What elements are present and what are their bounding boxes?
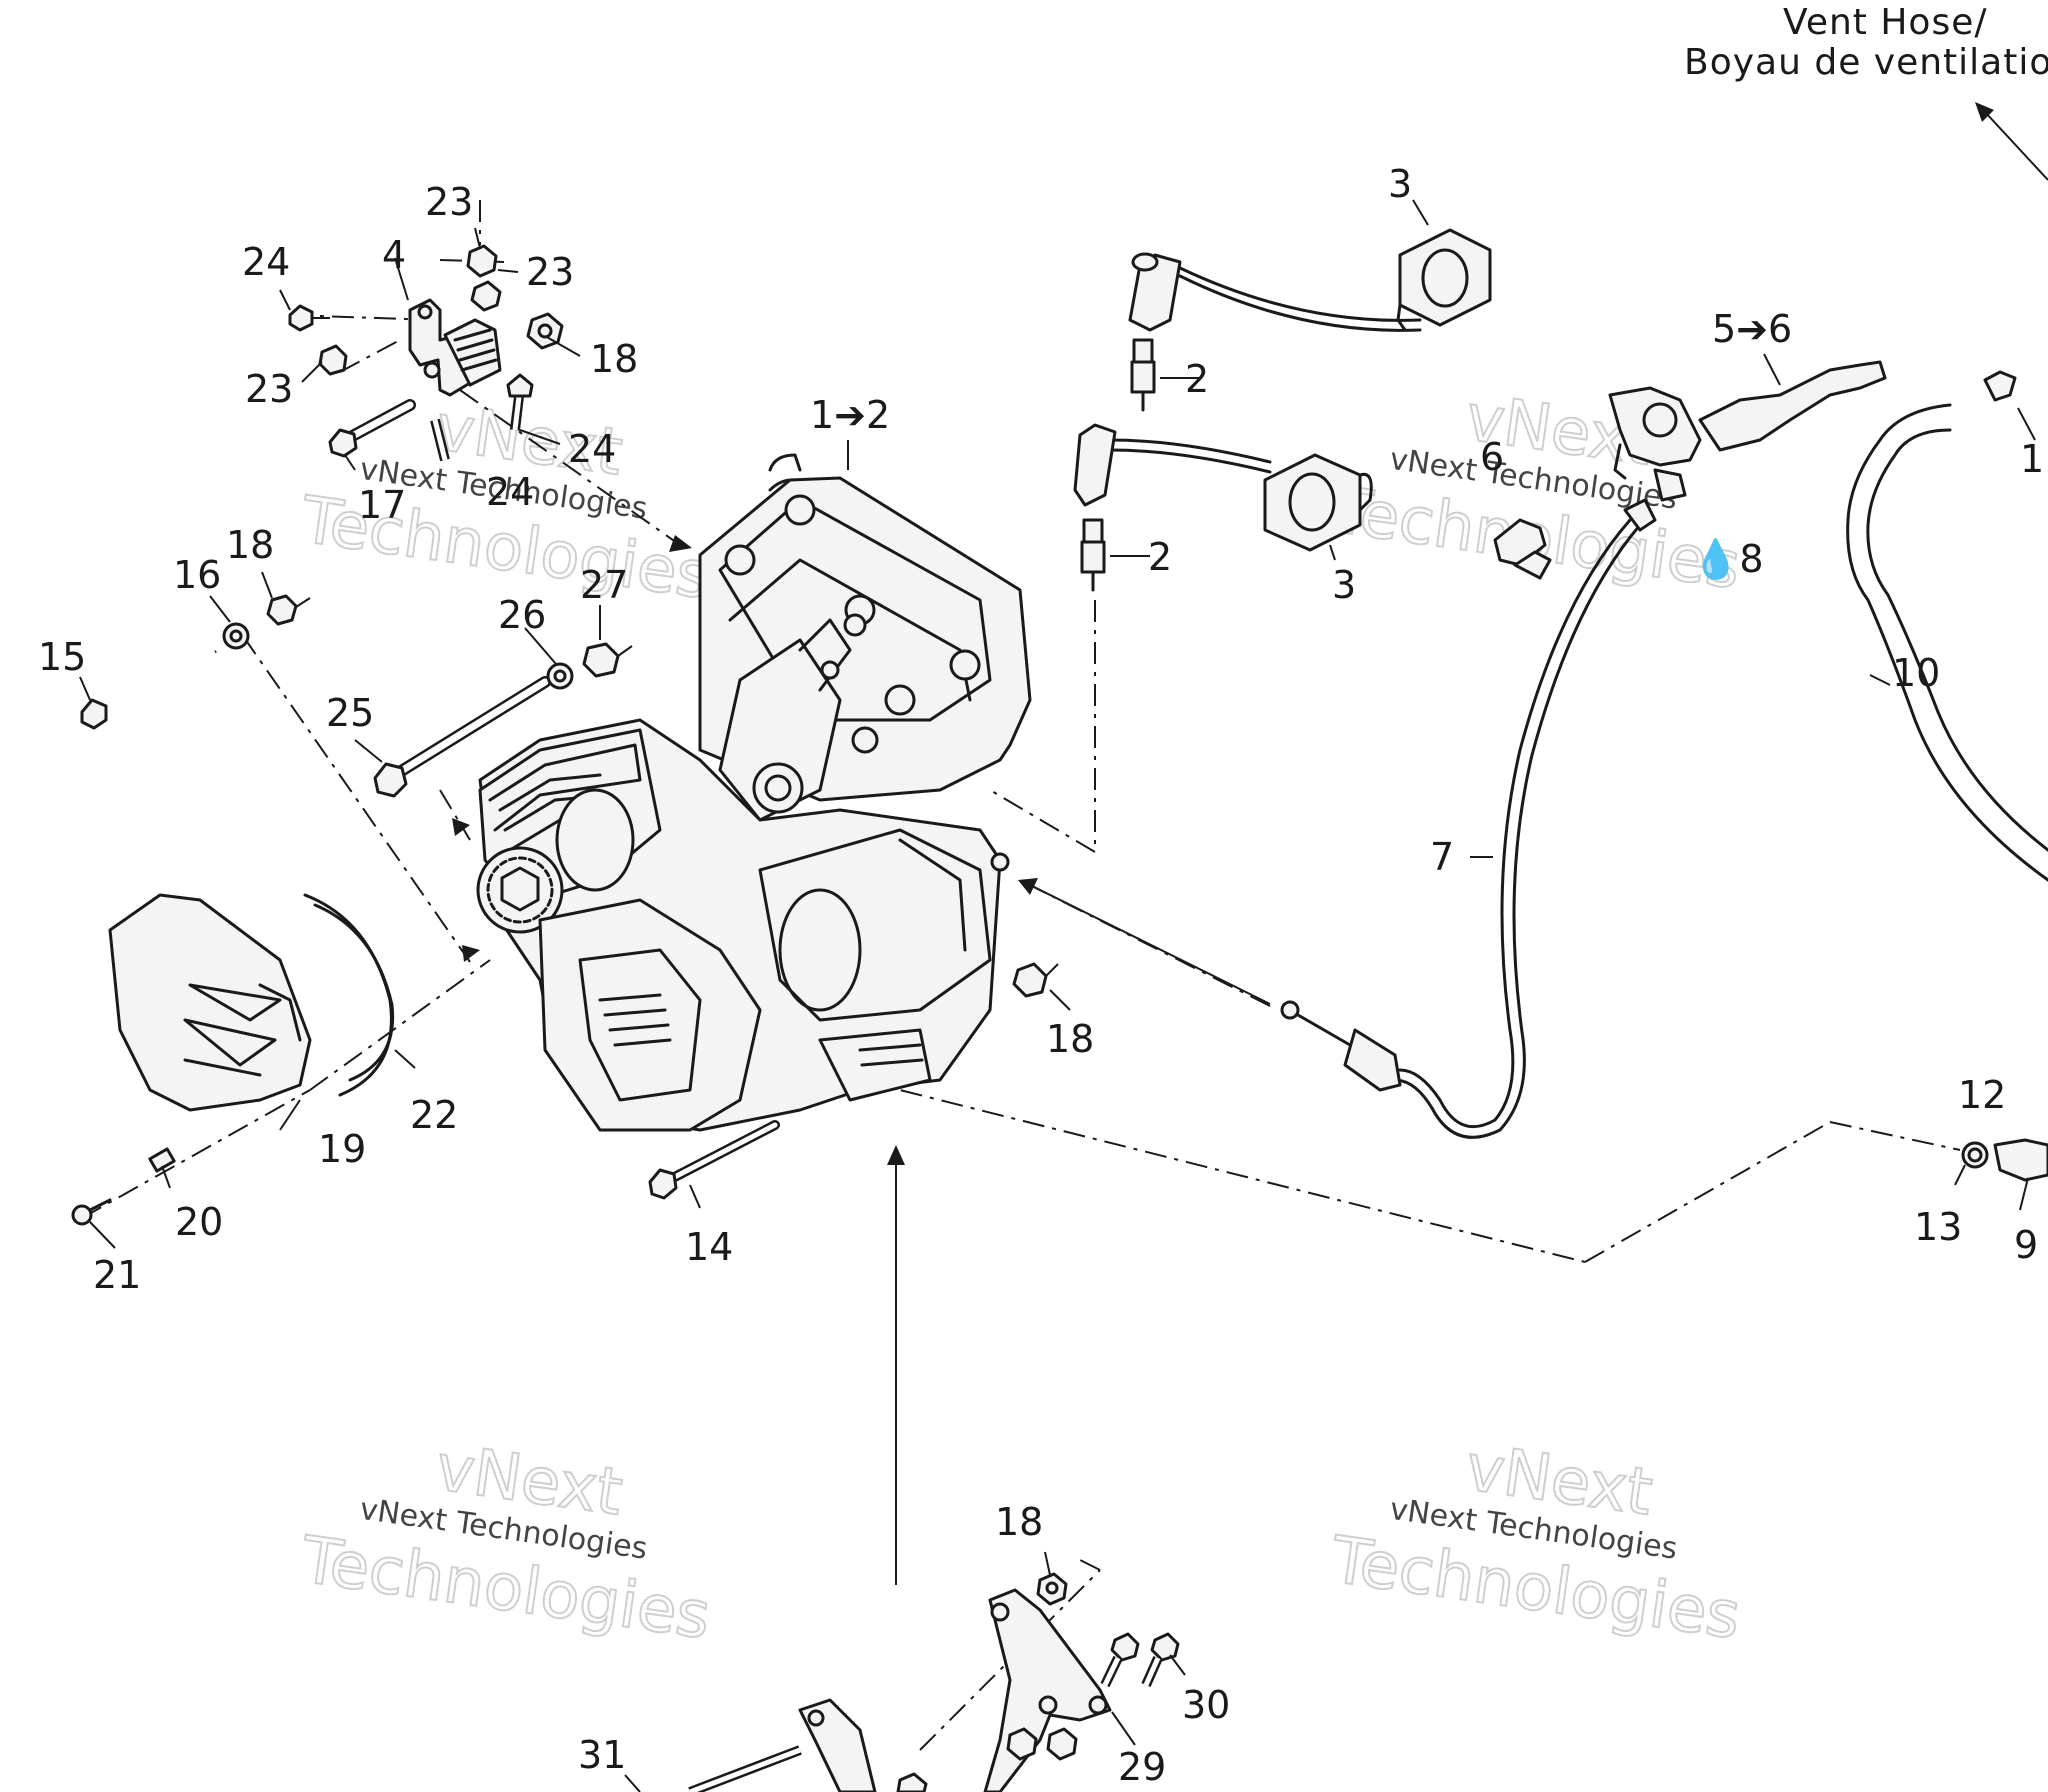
callout-2-lower: 2 — [1148, 535, 1172, 579]
gasket-22 — [303, 893, 395, 1097]
clamp-11 — [1983, 370, 2017, 402]
side-cover-19 — [108, 893, 312, 1112]
callout-19: 19 — [318, 1127, 366, 1171]
callout-13: 13 — [1914, 1205, 1962, 1249]
vent-hose-label: Vent Hose/ Boyau de ventilatio — [1684, 2, 2048, 83]
dowel-20 — [148, 1147, 176, 1173]
clutch-cable-7 — [1280, 498, 1657, 1139]
callout-18-top: 18 — [590, 337, 638, 381]
nut-18-right — [1012, 962, 1048, 998]
callout-22: 22 — [410, 1093, 458, 1137]
watermark-bottom-left: vNext vNext Technologies Technologies — [295, 1430, 715, 1655]
ignition-coil-lower — [1073, 423, 1373, 552]
bolt-29 — [1100, 1632, 1140, 1688]
vent-label-line1: Vent Hose/ — [1783, 2, 1987, 43]
callout-24-mid: 24 — [568, 427, 616, 471]
callout-labels: 1➔2 2 2 3 3 4 5➔6 6 7 💧8 9 10 1 12 13 14… — [38, 162, 2044, 1789]
callout-16: 16 — [173, 553, 221, 597]
callout-3-upper: 3 — [1388, 162, 1412, 206]
engine-assembly — [476, 453, 1032, 1132]
callout-23-top: 23 — [425, 180, 473, 224]
callout-21: 21 — [93, 1253, 141, 1297]
callout-18-right: 18 — [1046, 1017, 1094, 1061]
callout-25: 25 — [326, 691, 374, 735]
callout-1-2: 1➔2 — [810, 393, 890, 437]
callout-26: 26 — [498, 593, 546, 637]
bolt-30 — [1141, 1632, 1180, 1688]
callout-5-6: 5➔6 — [1712, 307, 1792, 351]
lower-mount-bracket — [688, 1588, 1112, 1792]
callout-20: 20 — [175, 1200, 223, 1244]
washer-16 — [222, 622, 250, 650]
lever-assembly — [1608, 360, 1887, 502]
callout-6: 6 — [1480, 435, 1504, 479]
callout-14: 14 — [685, 1225, 733, 1269]
assembly-arrows — [452, 102, 2048, 1585]
callout-11: 1 — [2020, 437, 2044, 481]
callout-9: 9 — [2014, 1223, 2038, 1267]
callout-24-low: 24 — [486, 470, 534, 514]
ignition-coil-upper — [1128, 228, 1492, 332]
washer-26 — [546, 662, 574, 690]
screw-21 — [71, 1198, 112, 1226]
nut-lower-a — [1006, 1727, 1038, 1761]
callout-4: 4 — [382, 233, 406, 277]
nut-lower-b — [1046, 1727, 1078, 1761]
nut-18 — [266, 594, 298, 626]
callout-23-left: 23 — [245, 367, 293, 411]
leader-lines — [79, 199, 2036, 1792]
fitting-9-13 — [1961, 1138, 2048, 1182]
callout-29: 29 — [1118, 1745, 1166, 1789]
callout-2-upper: 2 — [1185, 357, 1209, 401]
callout-15: 15 — [38, 635, 86, 679]
callout-31: 31 — [578, 1733, 626, 1777]
callout-7: 7 — [1430, 835, 1454, 879]
callout-18-left: 18 — [226, 523, 274, 567]
watermark-bottom-right: vNext vNext Technologies Technologies — [1325, 1430, 1745, 1655]
vent-hose-10 — [1846, 403, 2048, 882]
callout-24-left: 24 — [242, 240, 290, 284]
vent-label-line2: Boyau de ventilatio — [1684, 42, 2048, 83]
callout-27: 27 — [580, 563, 628, 607]
nut-27 — [582, 642, 620, 678]
callout-10: 10 — [1892, 651, 1940, 695]
nut-18-lower — [1036, 1572, 1068, 1606]
spark-plug-upper — [1130, 338, 1185, 412]
callout-30: 30 — [1182, 1683, 1230, 1727]
bolt-14 — [648, 1120, 780, 1200]
callout-23-right: 23 — [526, 250, 574, 294]
bolt-25 — [373, 676, 551, 798]
callout-18-bottom: 18 — [995, 1500, 1043, 1544]
switch-6 — [1493, 518, 1552, 580]
bolt-15 — [80, 649, 217, 730]
callout-8: 💧8 — [1692, 537, 1764, 581]
upper-bracket-group — [288, 244, 564, 462]
callout-12: 12 — [1958, 1073, 2006, 1117]
callout-3-lower: 3 — [1332, 563, 1356, 607]
spark-plug-lower — [1080, 518, 1135, 592]
callout-17: 17 — [358, 483, 406, 527]
nut-lower-c — [896, 1772, 928, 1792]
